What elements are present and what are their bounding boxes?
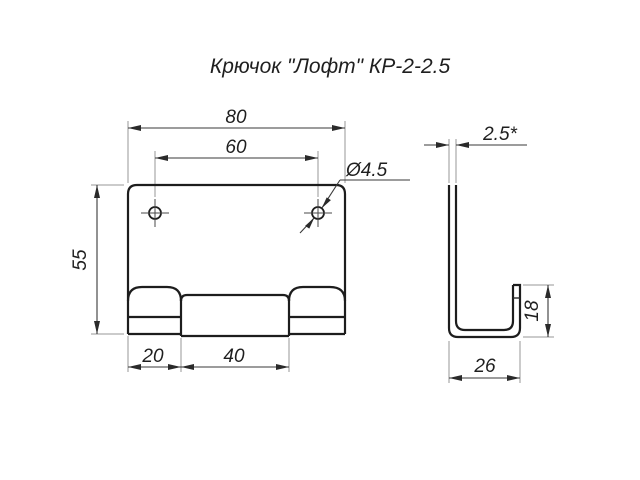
dim-hole-diameter-label: Ø4.5: [345, 160, 388, 181]
dim-overall-width: 80: [128, 107, 345, 131]
dim-overall-width-label: 80: [225, 107, 247, 128]
dim-overall-height-label: 55: [70, 249, 91, 271]
dim-thickness: 2.5*: [424, 124, 527, 148]
side-view: 2.5* 18 26: [424, 124, 554, 383]
dim-lip-height: 18: [522, 285, 551, 337]
dim-hole-spacing-label: 60: [225, 137, 247, 158]
dim-hook-depth: 26: [449, 356, 520, 381]
dim-hook-depth-label: 26: [473, 356, 496, 377]
dim-thickness-label: 2.5*: [482, 124, 517, 145]
screw-holes: [141, 199, 332, 227]
dim-overall-height: 55: [70, 185, 100, 334]
side-extension-lines: [448, 139, 554, 383]
front-view: 80 60 Ø4.5 55: [70, 107, 410, 372]
dim-center-gap: 40: [181, 346, 289, 370]
dim-hole-diameter: Ø4.5: [299, 160, 410, 234]
dim-side-tab-label: 20: [141, 346, 164, 367]
dim-side-tab: 20: [128, 346, 181, 370]
drawing-title: Крючок "Лофт" КР-2-2.5: [210, 55, 451, 78]
dim-lip-height-label: 18: [522, 300, 543, 322]
front-extension-lines: [91, 121, 346, 372]
dim-hole-spacing: 60: [155, 137, 318, 161]
front-part-outline: [126, 183, 347, 338]
dim-center-gap-label: 40: [223, 346, 245, 367]
side-part-outline: [447, 185, 522, 339]
